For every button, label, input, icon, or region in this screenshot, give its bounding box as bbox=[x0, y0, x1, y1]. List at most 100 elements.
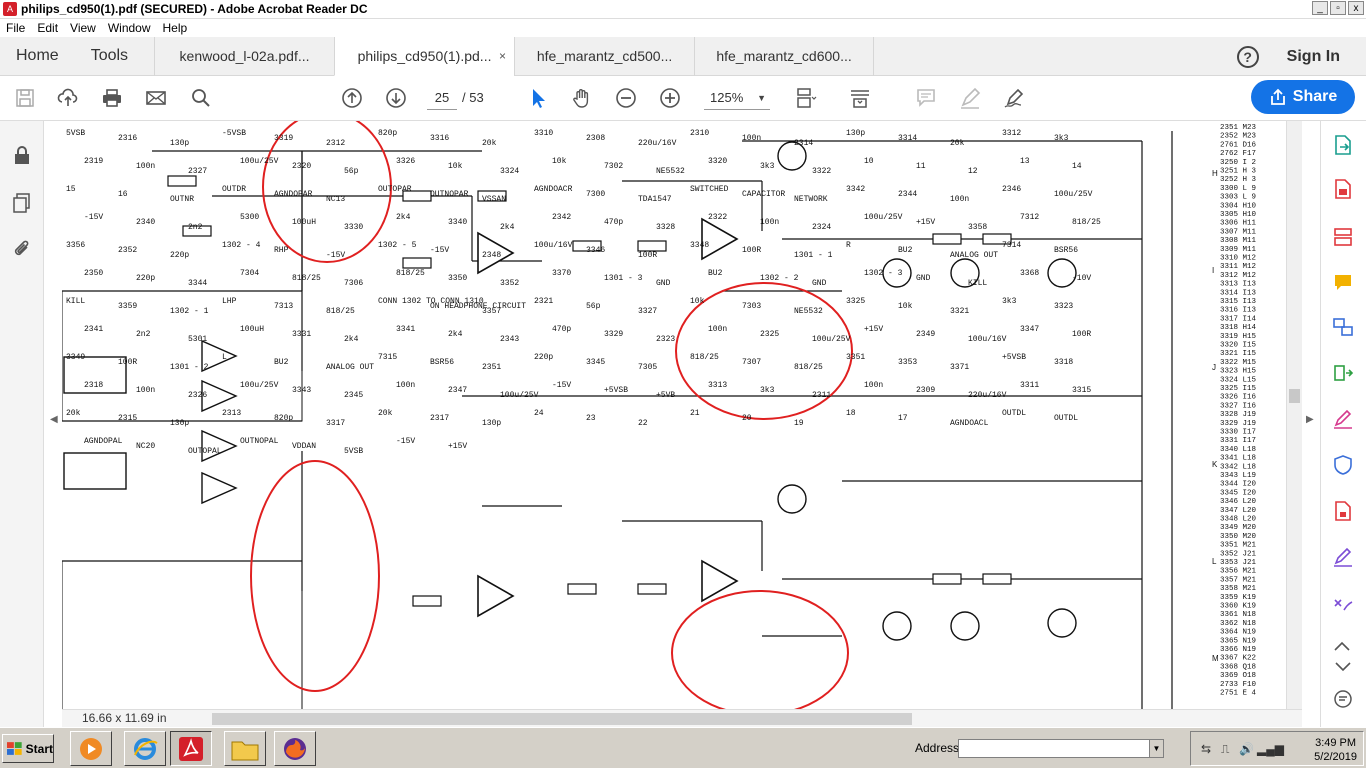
chevron-down-icon[interactable]: ▼ bbox=[1149, 740, 1163, 757]
attachment-icon[interactable] bbox=[10, 237, 34, 261]
sign-icon[interactable] bbox=[1002, 86, 1026, 110]
email-icon[interactable] bbox=[144, 86, 168, 110]
close-tab-icon[interactable]: × bbox=[499, 48, 507, 63]
signal-icon[interactable]: ▂▄▆ bbox=[1257, 742, 1284, 756]
schematic-label: 820p bbox=[378, 129, 397, 138]
tab-document-marantz-cd500[interactable]: hfe_marantz_cd500... bbox=[514, 36, 694, 76]
more-tools-icon[interactable] bbox=[1331, 633, 1355, 657]
send-for-signature-icon[interactable] bbox=[1331, 545, 1355, 569]
page-display-icon[interactable] bbox=[794, 86, 818, 110]
zoom-level-select[interactable]: 125% ▼ bbox=[704, 86, 770, 110]
taskbar-explorer-icon[interactable] bbox=[224, 731, 266, 766]
tab-tools[interactable]: Tools bbox=[90, 47, 129, 64]
title-bar: A philips_cd950(1).pdf (SECURED) - Adobe… bbox=[0, 0, 1366, 19]
comment-icon[interactable] bbox=[914, 86, 938, 110]
help-icon[interactable]: ? bbox=[1236, 45, 1259, 68]
collapse-right-panel-icon[interactable]: ▶ bbox=[1306, 414, 1314, 425]
tda1547-outline bbox=[62, 560, 303, 711]
parts-list-entry: 3345 I20 bbox=[1220, 489, 1257, 497]
create-pdf-icon[interactable] bbox=[1331, 177, 1355, 201]
schematic-label: 3341 bbox=[396, 325, 415, 334]
export-pdf-icon[interactable] bbox=[1331, 133, 1355, 157]
menu-edit[interactable]: Edit bbox=[37, 21, 59, 35]
compress-pdf-icon[interactable] bbox=[1331, 499, 1355, 523]
combine-files-icon[interactable] bbox=[1331, 315, 1355, 339]
fill-sign-icon[interactable] bbox=[1331, 407, 1355, 431]
schematic-label: 3342 bbox=[846, 185, 865, 194]
schematic-label: 3312 bbox=[1002, 129, 1021, 138]
vertical-scrollbar[interactable] bbox=[1286, 121, 1302, 709]
menu-view[interactable]: View bbox=[70, 21, 96, 35]
next-page-icon[interactable] bbox=[384, 86, 408, 110]
parts-list-entry: 3317 I14 bbox=[1220, 315, 1257, 323]
taskbar-firefox-icon[interactable] bbox=[274, 731, 316, 766]
schematic-label: 1302 - 5 bbox=[378, 241, 417, 250]
parts-list-entry: 3320 I15 bbox=[1220, 342, 1257, 350]
sign-in-button[interactable]: Sign In bbox=[1286, 47, 1340, 65]
parts-list-entry: 3327 I16 bbox=[1220, 402, 1257, 410]
schematic-label: OUTNOPAL bbox=[240, 437, 279, 446]
tda1547-outline bbox=[62, 290, 303, 422]
menu-file[interactable]: File bbox=[6, 21, 26, 35]
tab-document-philips[interactable]: philips_cd950(1).pd... × bbox=[334, 36, 515, 76]
organize-pages-icon[interactable] bbox=[1331, 361, 1355, 385]
horizontal-scrollbar[interactable] bbox=[212, 713, 912, 725]
scroll-thumb[interactable] bbox=[1289, 389, 1300, 403]
zoom-out-icon[interactable] bbox=[614, 86, 638, 110]
schematic-label: 2344 bbox=[898, 190, 917, 199]
hand-tool-icon[interactable] bbox=[570, 86, 594, 110]
schematic-label: 1302 - 3 bbox=[864, 269, 903, 278]
upload-cloud-icon[interactable] bbox=[56, 86, 80, 110]
schematic-label: 3347 bbox=[1020, 325, 1039, 334]
certificates-icon[interactable] bbox=[1331, 591, 1355, 615]
minimize-button[interactable]: _ bbox=[1312, 1, 1328, 15]
schematic-label: RHP bbox=[274, 246, 289, 255]
tab-document-kenwood[interactable]: kenwood_l-02a.pdf... bbox=[154, 36, 334, 76]
taskbar-ie-icon[interactable] bbox=[124, 731, 166, 766]
zoom-in-icon[interactable] bbox=[658, 86, 682, 110]
tab-home[interactable]: Home bbox=[16, 47, 59, 64]
usb-icon[interactable]: ⎍ bbox=[1221, 742, 1230, 756]
switched-capacitor-box bbox=[63, 452, 127, 490]
close-window-button[interactable]: x bbox=[1348, 1, 1364, 15]
collapse-left-panel-icon[interactable]: ◀ bbox=[50, 414, 58, 425]
protect-shield-icon[interactable] bbox=[1331, 453, 1355, 477]
schematic-label: 2312 bbox=[326, 139, 345, 148]
start-button[interactable]: Start bbox=[2, 734, 54, 763]
previous-page-icon[interactable] bbox=[340, 86, 364, 110]
taskbar-acrobat-icon[interactable] bbox=[170, 731, 212, 766]
schematic-label: L bbox=[222, 353, 227, 362]
edit-pdf-icon[interactable] bbox=[1331, 225, 1355, 249]
restore-button[interactable]: ▫ bbox=[1330, 1, 1346, 15]
menu-window[interactable]: Window bbox=[107, 21, 151, 35]
chevron-down-icon: ▼ bbox=[757, 93, 766, 103]
select-cursor-icon[interactable] bbox=[526, 86, 550, 110]
volume-icon[interactable]: 🔊 bbox=[1239, 742, 1254, 756]
schematic-label: 13 bbox=[1020, 157, 1030, 166]
amplifier-symbol bbox=[201, 471, 238, 505]
schematic-label: 3325 bbox=[846, 297, 865, 306]
comment-tool-icon[interactable] bbox=[1331, 271, 1355, 295]
menu-help[interactable]: Help bbox=[162, 21, 188, 35]
page-number-input[interactable]: 25 bbox=[427, 86, 457, 110]
network-icon[interactable]: ⇆ bbox=[1201, 742, 1212, 756]
share-button[interactable]: Share bbox=[1251, 80, 1355, 114]
highlight-pen-icon[interactable] bbox=[958, 86, 982, 110]
expand-tools-chevron-icon[interactable] bbox=[1331, 655, 1355, 679]
speech-icon[interactable] bbox=[1331, 687, 1355, 711]
tab-document-marantz-cd600[interactable]: hfe_marantz_cd600... bbox=[694, 36, 875, 76]
parts-list-entry: 3351 M21 bbox=[1220, 542, 1257, 550]
schematic-label: VDDAN bbox=[292, 442, 316, 451]
page-thumbnails-icon[interactable] bbox=[10, 191, 34, 215]
lock-icon[interactable] bbox=[10, 143, 34, 167]
save-icon[interactable] bbox=[13, 86, 37, 110]
right-tools-rail bbox=[1320, 121, 1366, 727]
transistor-symbol bbox=[777, 141, 807, 171]
print-icon[interactable] bbox=[100, 86, 124, 110]
scroll-mode-icon[interactable] bbox=[848, 86, 872, 110]
taskbar-media-player-icon[interactable] bbox=[70, 731, 112, 766]
address-input[interactable]: ▼ bbox=[958, 739, 1164, 758]
search-icon[interactable] bbox=[189, 86, 213, 110]
